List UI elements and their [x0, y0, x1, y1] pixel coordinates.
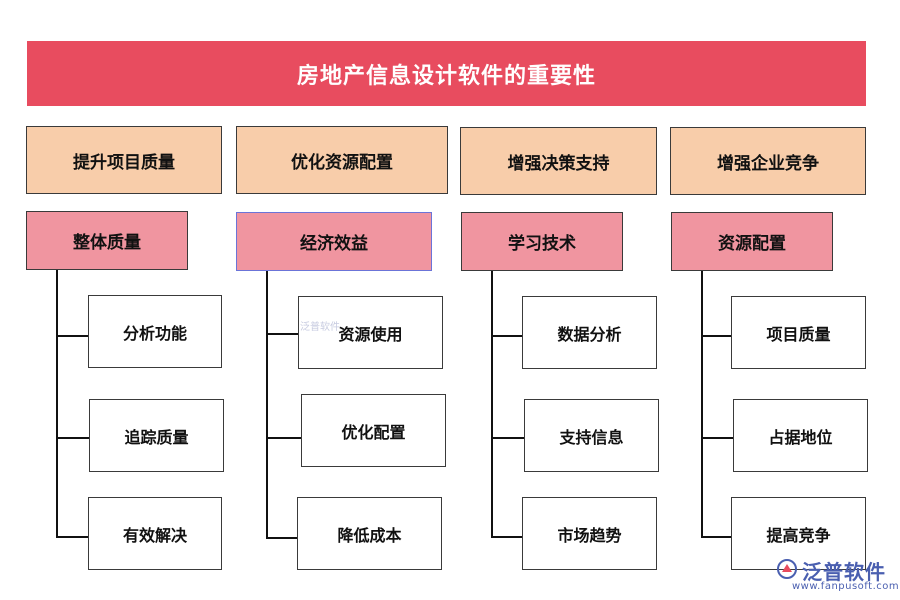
category-box-1: 提升项目质量 — [26, 126, 222, 194]
sub-box-4: 资源配置 — [671, 212, 833, 271]
connector-h-1-2 — [56, 437, 89, 439]
leaf-box-2-2: 优化配置 — [301, 394, 446, 467]
category-box-4: 增强企业竞争 — [670, 127, 866, 195]
leaf-box-4-1: 项目质量 — [731, 296, 866, 369]
connector-h-3-3 — [491, 536, 522, 538]
leaf-box-1-2: 追踪质量 — [89, 399, 224, 472]
connector-h-3-2 — [491, 437, 524, 439]
connector-h-2-3 — [266, 537, 298, 539]
connector-vertical-3 — [491, 271, 493, 538]
connector-h-4-2 — [701, 437, 733, 439]
leaf-box-3-1: 数据分析 — [522, 296, 657, 369]
logo-mark-icon — [776, 558, 798, 584]
connector-vertical-2 — [266, 271, 268, 539]
category-box-2: 优化资源配置 — [236, 126, 448, 194]
logo-text: 泛普软件 — [802, 560, 886, 584]
leaf-box-3-2: 支持信息 — [524, 399, 659, 472]
leaf-box-2-1: 资源使用 — [298, 296, 443, 369]
leaf-box-4-3: 提高竞争 — [731, 497, 866, 570]
brand-logo: 泛普软件 — [776, 556, 886, 585]
connector-h-2-1 — [266, 333, 298, 335]
leaf-box-4-2: 占据地位 — [733, 399, 868, 472]
category-box-3: 增强决策支持 — [460, 127, 657, 195]
connector-vertical-4 — [701, 271, 703, 538]
connector-vertical-1 — [56, 270, 58, 538]
leaf-box-1-3: 有效解决 — [88, 497, 222, 570]
sub-box-1: 整体质量 — [26, 211, 188, 270]
logo-url: www.fanpusoft.com — [792, 581, 900, 592]
connector-h-1-3 — [56, 536, 88, 538]
sub-box-2: 经济效益 — [236, 212, 432, 271]
leaf-box-2-3: 降低成本 — [297, 497, 442, 570]
connector-h-4-1 — [701, 335, 731, 337]
leaf-box-3-3: 市场趋势 — [522, 497, 657, 570]
diagram-title: 房地产信息设计软件的重要性 — [27, 41, 866, 106]
connector-h-2-2 — [266, 437, 301, 439]
connector-h-3-1 — [491, 335, 522, 337]
connector-h-4-3 — [701, 536, 732, 538]
sub-box-3: 学习技术 — [461, 212, 623, 271]
connector-h-1-1 — [56, 335, 88, 337]
leaf-box-1-1: 分析功能 — [88, 295, 222, 368]
